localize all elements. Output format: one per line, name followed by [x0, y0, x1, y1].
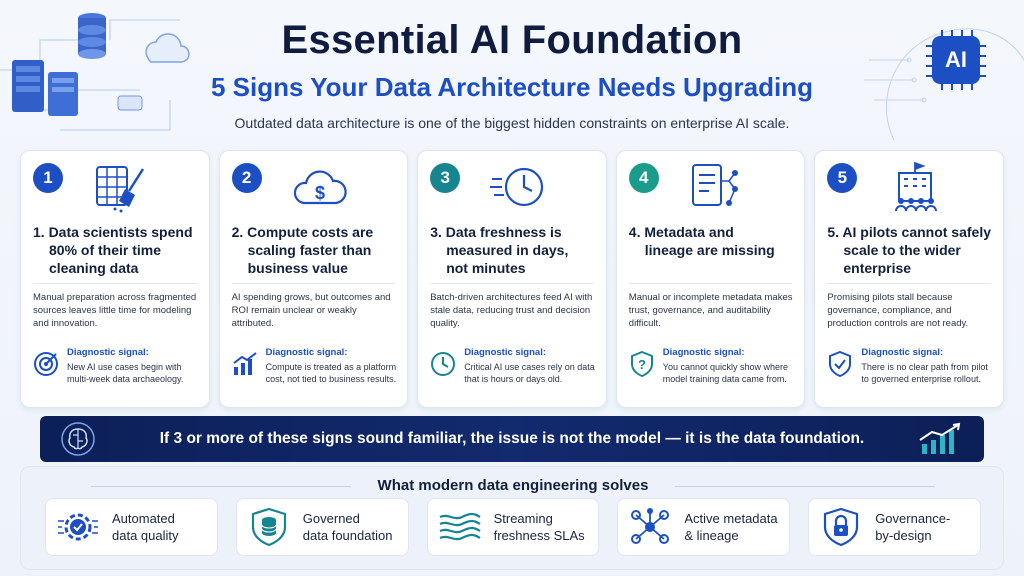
solution-active-metadata: Active metadata& lineage	[617, 498, 791, 556]
diagnostic-text: Critical AI use cases rely on data that …	[464, 361, 595, 385]
shield-lock-icon	[824, 507, 859, 547]
sign-description: Promising pilots stall because governanc…	[827, 292, 969, 329]
diagnostic-signal: Diagnostic signal: There is no clear path…	[827, 347, 995, 386]
data-infrastructure-illustration	[0, 13, 190, 131]
sign-description: Manual preparation across fragmented sou…	[33, 292, 197, 329]
diagnostic-label: Diagnostic signal:	[662, 347, 745, 358]
question-shield-icon: ?	[630, 351, 653, 377]
callout-banner: If 3 or more of these signs sound famili…	[40, 416, 984, 462]
page-subtitle: 5 Signs Your Data Architecture Needs Upg…	[211, 72, 813, 102]
sign-card-3: 3 3. Data freshness is measured in days,…	[417, 150, 607, 408]
page-title: Essential AI Foundation	[281, 18, 743, 62]
shield-check-icon	[829, 351, 852, 377]
sign-description: AI spending grows, but outcomes and ROI …	[231, 292, 391, 329]
signs-cards: 1 1. Data scientists spend 80% of their …	[20, 150, 1004, 408]
diagnostic-signal: Diagnostic signal: Compute is treated as …	[232, 347, 400, 386]
streaming-waves-icon	[439, 512, 481, 541]
diagnostic-text: New AI use cases begin with multi-week d…	[67, 361, 184, 385]
sign-title: 1. Data scientists spend 80% of their ti…	[33, 224, 193, 276]
clock-icon	[431, 352, 456, 376]
sign-card-4: 4 4. Metadata and lineage are missing Ma…	[615, 150, 806, 408]
diagnostic-label: Diagnostic signal:	[265, 347, 348, 358]
ai-chip-icon	[932, 36, 980, 84]
sign-title: 3. Data freshness is measured in days, n…	[430, 224, 569, 276]
sign-title: 5. AI pilots cannot safely scale to the …	[827, 224, 992, 276]
cloud-dollar-icon: $	[293, 170, 347, 205]
document-lineage-icon	[691, 164, 738, 206]
spreadsheet-broom-icon	[96, 166, 145, 213]
diagnostic-signal: Diagnostic signal: Critical AI use cases …	[430, 347, 598, 386]
sign-title: 4. Metadata and lineage are missing	[628, 224, 775, 258]
sign-description: Manual or incomplete metadata makes trus…	[628, 292, 793, 329]
solutions-panel: What modern data engineering solves Auto…	[20, 466, 1004, 570]
diagnostic-label: Diagnostic signal:	[861, 347, 944, 358]
target-icon	[34, 352, 58, 376]
diagnostic-text: There is no clear path from pilot to gov…	[861, 361, 988, 385]
diagnostic-label: Diagnostic signal:	[464, 347, 547, 358]
ai-badge: AI	[945, 47, 967, 72]
brain-chip-icon	[61, 422, 95, 456]
diagnostic-signal: Diagnostic signal: New AI use cases begin…	[33, 347, 201, 386]
sign-card-2: 2 $ 2. Compute costs are scaling faster …	[218, 150, 409, 408]
sign-description: Batch-driven architectures feed AI with …	[430, 292, 593, 329]
sign-card-5: 5 5. AI pilots cannot safely scale to th…	[814, 150, 1004, 408]
gear-check-icon	[58, 513, 98, 541]
sign-number-badge: 2	[231, 163, 262, 193]
database-shield-icon	[251, 507, 286, 547]
sign-title: 2. Compute costs are scaling faster than…	[231, 224, 374, 276]
sign-number-badge: 4	[628, 163, 659, 193]
sign-number-badge: 5	[827, 163, 858, 193]
solution-governance-by-design: Governance-by-design	[808, 498, 981, 556]
divider	[827, 283, 991, 284]
diagnostic-text: You cannot quickly show where model trai…	[662, 361, 789, 385]
network-nodes-icon	[631, 508, 670, 544]
sign-number-badge: 1	[33, 163, 63, 193]
enterprise-building-icon	[895, 161, 938, 212]
callout-text: If 3 or more of these signs sound famili…	[159, 430, 865, 447]
divider	[231, 283, 396, 284]
svg-text:$: $	[315, 183, 325, 203]
svg-text:?: ?	[638, 357, 646, 372]
diagnostic-text: Compute is treated as a platform cost, n…	[265, 361, 397, 385]
diagnostic-signal: ? Diagnostic signal: You cannot quickly s…	[629, 347, 797, 386]
bar-chart-up-icon	[232, 352, 257, 375]
sign-number-badge: 3	[430, 163, 461, 193]
divider	[430, 283, 594, 284]
diagnostic-label: Diagnostic signal:	[67, 347, 149, 358]
divider	[628, 283, 793, 284]
page-tagline: Outdated data architecture is one of the…	[234, 115, 790, 131]
growth-chart-icon	[919, 422, 961, 454]
fast-clock-icon	[490, 167, 544, 207]
sign-card-1: 1 1. Data scientists spend 80% of their …	[20, 150, 210, 408]
divider	[33, 283, 197, 284]
ai-chip-head-illustration: AI	[864, 28, 1024, 141]
solutions-heading: What modern data engineering solves	[21, 477, 1005, 494]
